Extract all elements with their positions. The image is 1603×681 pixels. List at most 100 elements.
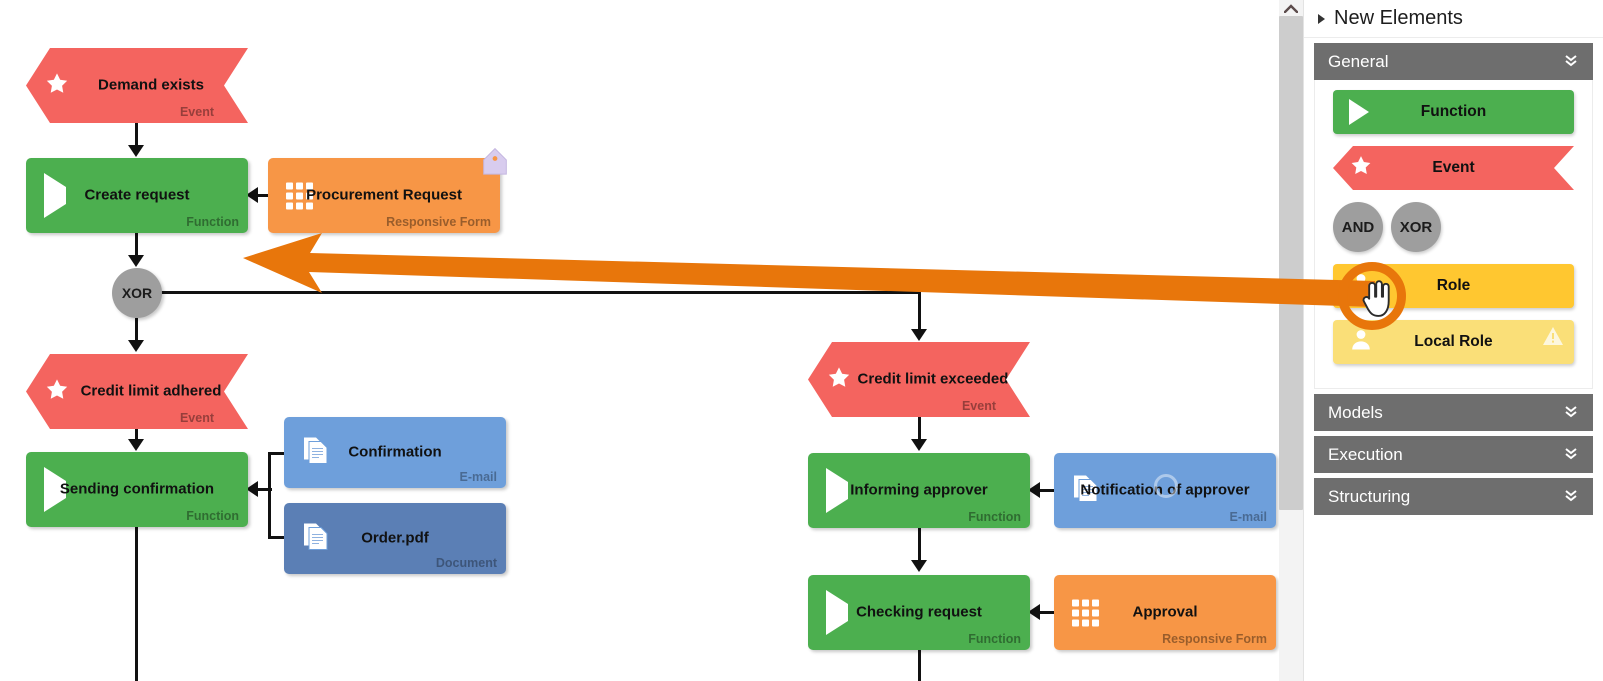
palette-label-function: Function	[1420, 103, 1487, 120]
node-label: Credit limit exceeded	[857, 370, 1009, 388]
chevron-double-down-icon[interactable]	[1563, 53, 1579, 70]
connector-n4-n5	[135, 429, 138, 441]
section-execution: Execution	[1314, 436, 1593, 473]
section-label-structuring: Structuring	[1328, 486, 1411, 506]
section-body-general: Function Event AND XOR Role	[1314, 80, 1593, 389]
palette-label-role: Role	[1436, 277, 1471, 294]
arrowhead-n9-data	[1028, 482, 1040, 498]
connector-n8-n9	[918, 417, 921, 441]
section-label-general: General	[1328, 51, 1389, 71]
connector-n1-n2	[135, 123, 138, 147]
connector-n9-n11	[918, 528, 921, 562]
panel-title: New Elements	[1334, 7, 1463, 29]
section-header-general[interactable]: General	[1314, 43, 1593, 80]
connector-gw1-n4	[135, 318, 138, 342]
diagram-node-gateway-xor[interactable]: XOR	[112, 268, 162, 318]
section-general: General Function Event	[1314, 43, 1593, 389]
arrowhead-gw1	[128, 255, 144, 267]
connector-n12-n11	[1038, 611, 1056, 614]
chevron-double-down-icon[interactable]	[1563, 404, 1579, 421]
section-header-structuring[interactable]: Structuring	[1314, 478, 1593, 515]
node-label: Checking request	[856, 603, 982, 621]
node-type-label: Function	[968, 510, 1021, 524]
node-type-label: Event	[179, 105, 214, 119]
palette-item-function[interactable]: Function	[1333, 90, 1574, 134]
node-type-label: Event	[179, 411, 214, 425]
vertical-scrollbar-track[interactable]	[1279, 0, 1303, 681]
palette-item-and[interactable]: AND	[1333, 202, 1383, 252]
node-type-label: Function	[968, 632, 1021, 646]
node-label: Credit limit adhered	[80, 382, 222, 400]
connector-n10-n9	[1038, 489, 1056, 492]
arrowhead-n4	[128, 340, 144, 352]
arrowhead-n5-data	[246, 481, 258, 497]
document-icon	[1072, 474, 1098, 507]
gateway-label: XOR	[121, 285, 153, 301]
star-icon	[44, 70, 70, 101]
node-label: Order.pdf	[361, 529, 429, 547]
expand-triangle-icon[interactable]	[1318, 13, 1325, 24]
node-type-label: Function	[186, 509, 239, 523]
node-type-label: E-mail	[1229, 510, 1267, 524]
grid-icon	[286, 182, 313, 209]
arrowhead-n2-data	[246, 187, 258, 203]
palette-label-event: Event	[1432, 159, 1475, 176]
connector-right-down	[918, 291, 921, 331]
palette-gateways: AND XOR	[1333, 202, 1592, 252]
arrowhead-n5	[128, 439, 144, 451]
arrowhead-n8	[911, 329, 927, 341]
chevron-double-down-icon[interactable]	[1563, 446, 1579, 463]
document-icon	[302, 436, 328, 469]
section-header-execution[interactable]: Execution	[1314, 436, 1593, 473]
arrowhead-n11	[911, 560, 927, 572]
hand-pointer-cursor	[1362, 280, 1390, 317]
arrowhead-n9	[911, 439, 927, 451]
star-icon	[44, 376, 70, 407]
star-icon	[826, 364, 852, 395]
connector-bracket-top	[268, 452, 288, 455]
connector-n5-bottom	[135, 527, 138, 681]
node-type-label: Responsive Form	[386, 215, 491, 229]
connector-n11-bottom	[918, 650, 921, 681]
chevron-double-down-icon[interactable]	[1563, 488, 1579, 505]
node-label: Confirmation	[348, 443, 442, 461]
connector-gw1-right	[160, 291, 920, 294]
new-elements-panel: New Elements General Function	[1303, 0, 1603, 681]
section-label-models: Models	[1328, 402, 1383, 422]
connector-n2-gw1	[135, 233, 138, 257]
loading-spinner-icon	[1154, 474, 1178, 498]
person-icon	[1349, 328, 1373, 357]
vertical-scrollbar-thumb[interactable]	[1279, 16, 1303, 510]
palette-item-xor[interactable]: XOR	[1391, 202, 1441, 252]
cursor-highlight-ring	[1338, 262, 1406, 330]
grid-icon	[1072, 599, 1099, 626]
scroll-up-arrow-icon[interactable]	[1279, 0, 1303, 16]
palette-item-event[interactable]: Event	[1333, 146, 1574, 190]
node-type-label: E-mail	[459, 470, 497, 484]
node-type-label: Document	[435, 556, 497, 570]
panel-header[interactable]: New Elements	[1304, 0, 1603, 38]
connector-bracket-out	[256, 488, 272, 491]
node-label: Create request	[84, 186, 190, 204]
star-icon	[1349, 154, 1373, 183]
node-label: Procurement Request	[306, 186, 462, 204]
arrowhead-n2	[128, 145, 144, 157]
connector-bracket-bottom	[268, 536, 288, 539]
palette-label-local-role: Local Role	[1414, 333, 1493, 350]
section-structuring: Structuring	[1314, 478, 1593, 515]
node-label: Sending confirmation	[59, 480, 215, 498]
node-type-label: Function	[186, 215, 239, 229]
section-header-models[interactable]: Models	[1314, 394, 1593, 431]
